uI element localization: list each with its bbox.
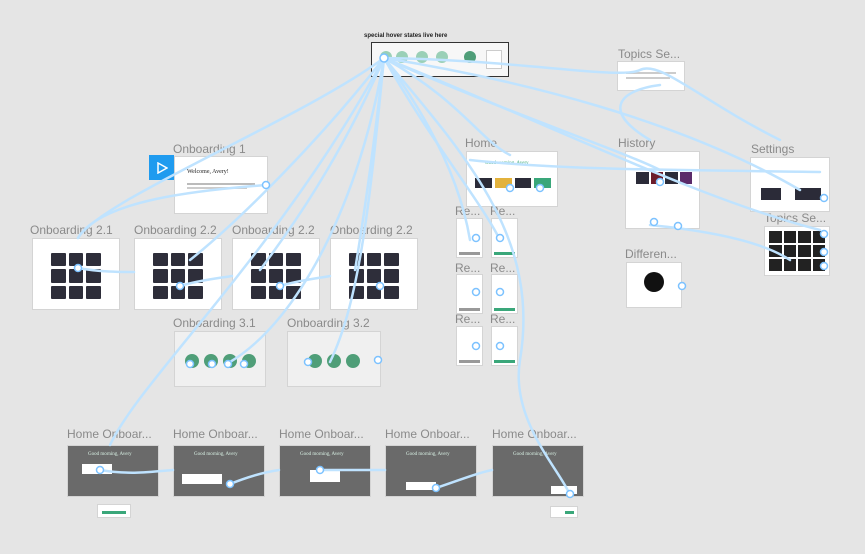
frame-home-onboar-3[interactable]: Good morning, Avery bbox=[279, 445, 371, 497]
frame-label-home-onboar-2[interactable]: Home Onboar... bbox=[173, 427, 258, 441]
frame-label-re-3[interactable]: Re... bbox=[455, 261, 481, 275]
frame-re-6[interactable] bbox=[491, 326, 518, 366]
frame-label-onboarding-1[interactable]: Onboarding 1 bbox=[173, 142, 246, 156]
home-onboar-greeting-3: Good morning, Avery bbox=[300, 452, 344, 457]
welcome-heading: Welcome, Avery! bbox=[187, 169, 229, 175]
frame-label-topics-se-bottom[interactable]: Topics Se... bbox=[764, 211, 827, 225]
frame-onboarding-2-1[interactable] bbox=[32, 238, 120, 310]
frame-home-onboar-2[interactable]: Good morning, Avery bbox=[173, 445, 265, 497]
frame-topics-se-top[interactable] bbox=[617, 61, 685, 91]
frame-label-topics-se-top[interactable]: Topics Se... bbox=[618, 47, 681, 61]
frame-re-2[interactable] bbox=[491, 218, 518, 258]
frame-re-5[interactable] bbox=[456, 326, 483, 366]
loose-card-1[interactable] bbox=[97, 504, 131, 518]
frame-label-onboarding-3-2[interactable]: Onboarding 3.2 bbox=[287, 316, 370, 330]
frame-onboarding-1[interactable]: Welcome, Avery! bbox=[174, 156, 268, 214]
frame-home-onboar-1[interactable]: Good morning, Avery bbox=[67, 445, 159, 497]
frame-home[interactable]: Good morning, Avery bbox=[466, 151, 558, 207]
frame-re-3[interactable] bbox=[456, 274, 483, 314]
home-onboar-greeting-5: Good morning, Avery bbox=[513, 452, 557, 457]
play-icon bbox=[156, 161, 168, 174]
home-greeting: Good morning, Avery bbox=[485, 161, 529, 166]
frame-onboarding-2-2b[interactable] bbox=[232, 238, 320, 310]
prototype-play-button[interactable] bbox=[149, 155, 174, 180]
frame-label-onboarding-2-2c[interactable]: Onboarding 2.2 bbox=[330, 223, 413, 237]
frame-label-onboarding-2-2a[interactable]: Onboarding 2.2 bbox=[134, 223, 217, 237]
hover-panel-title: special hover states live here bbox=[364, 33, 448, 39]
frame-label-re-2[interactable]: Re... bbox=[490, 204, 516, 218]
frame-label-home-onboar-5[interactable]: Home Onboar... bbox=[492, 427, 577, 441]
home-onboar-greeting-1: Good morning, Avery bbox=[88, 452, 132, 457]
hover-states-frame[interactable] bbox=[371, 42, 509, 77]
frame-differen[interactable] bbox=[626, 262, 682, 308]
home-onboar-greeting-4: Good morning, Avery bbox=[406, 452, 450, 457]
home-onboar-greeting-2: Good morning, Avery bbox=[194, 452, 238, 457]
frame-onboarding-2-2a[interactable] bbox=[134, 238, 222, 310]
frame-home-onboar-4[interactable]: Good morning, Avery bbox=[385, 445, 477, 497]
frame-topics-se-bottom[interactable] bbox=[764, 226, 830, 276]
frame-settings[interactable] bbox=[750, 157, 830, 212]
frame-label-home[interactable]: Home bbox=[465, 136, 498, 150]
frame-label-onboarding-2-1[interactable]: Onboarding 2.1 bbox=[30, 223, 113, 237]
frame-onboarding-2-2c[interactable] bbox=[330, 238, 418, 310]
frame-label-re-6[interactable]: Re... bbox=[490, 312, 516, 326]
frame-re-4[interactable] bbox=[491, 274, 518, 314]
frame-label-home-onboar-1[interactable]: Home Onboar... bbox=[67, 427, 152, 441]
loose-card-2[interactable] bbox=[550, 506, 578, 518]
frame-label-re-4[interactable]: Re... bbox=[490, 261, 516, 275]
frame-label-onboarding-3-1[interactable]: Onboarding 3.1 bbox=[173, 316, 256, 330]
frame-label-re-1[interactable]: Re... bbox=[455, 204, 481, 218]
frame-label-home-onboar-3[interactable]: Home Onboar... bbox=[279, 427, 364, 441]
frame-home-onboar-5[interactable]: Good morning, Avery bbox=[492, 445, 584, 497]
frame-onboarding-3-1[interactable] bbox=[174, 331, 266, 387]
frame-history[interactable] bbox=[625, 151, 700, 229]
frame-label-onboarding-2-2b[interactable]: Onboarding 2.2 bbox=[232, 223, 315, 237]
frame-label-settings[interactable]: Settings bbox=[751, 142, 795, 156]
frame-re-1[interactable] bbox=[456, 218, 483, 258]
frame-label-differen[interactable]: Differen... bbox=[625, 247, 677, 261]
frame-onboarding-3-2[interactable] bbox=[287, 331, 381, 387]
frame-label-re-5[interactable]: Re... bbox=[455, 312, 481, 326]
frame-label-home-onboar-4[interactable]: Home Onboar... bbox=[385, 427, 470, 441]
frame-label-history[interactable]: History bbox=[618, 136, 656, 150]
